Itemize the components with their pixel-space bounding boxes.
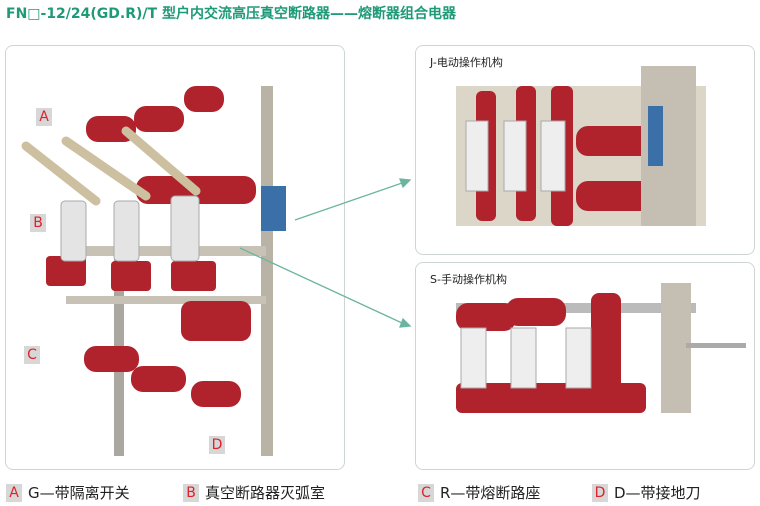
- legend-c: C R—带熔断路座: [418, 482, 540, 503]
- legend-text: D—带接地刀: [614, 484, 701, 502]
- legend-tag: D: [592, 483, 608, 502]
- legend-tag: B: [183, 483, 199, 502]
- legend-d: D D—带接地刀: [592, 482, 701, 503]
- legend-b: B 真空断路器灭弧室: [183, 482, 325, 503]
- main-product-panel: A B C D: [5, 45, 345, 470]
- tag-a: A: [36, 108, 52, 126]
- legend-tag: A: [6, 483, 22, 502]
- tag-d: D: [209, 436, 225, 454]
- legend-text: G—带隔离开关: [28, 484, 130, 502]
- electric-mechanism-image: [456, 66, 706, 226]
- electric-operation-panel: J-电动操作机构: [415, 45, 755, 255]
- tag-c: C: [24, 346, 40, 364]
- legend-tag: C: [418, 483, 434, 502]
- legend-a: A G—带隔离开关: [6, 482, 130, 503]
- switchgear-illustration: [21, 86, 286, 456]
- legend-text: R—带熔断路座: [440, 484, 541, 502]
- electric-panel-title: J-电动操作机构: [430, 56, 503, 69]
- manual-mechanism-image: [456, 283, 746, 413]
- page-title: FN□-12/24(GD.R)/T 型户内交流高压真空断路器——熔断器组合电器: [6, 6, 456, 22]
- legend-text: 真空断路器灭弧室: [205, 484, 326, 502]
- manual-panel-title: S-手动操作机构: [430, 273, 507, 286]
- tag-b: B: [30, 214, 46, 232]
- manual-operation-panel: S-手动操作机构: [415, 262, 755, 470]
